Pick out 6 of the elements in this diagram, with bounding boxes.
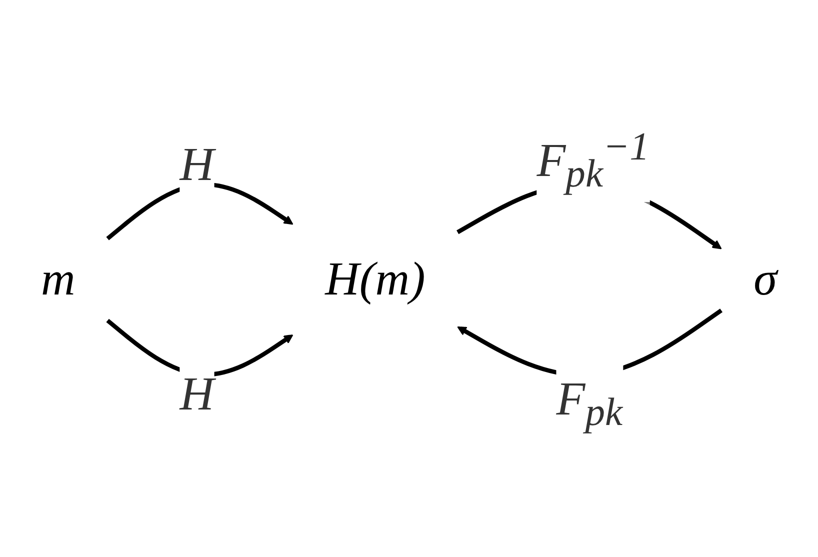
edge-label: F$_{pk}$ [556,372,623,434]
node-text: m [40,252,76,306]
node-text: H(m) [325,252,426,306]
edge-label: H [180,138,214,191]
node-text: σ [754,252,778,306]
edge-label: H [180,367,214,420]
